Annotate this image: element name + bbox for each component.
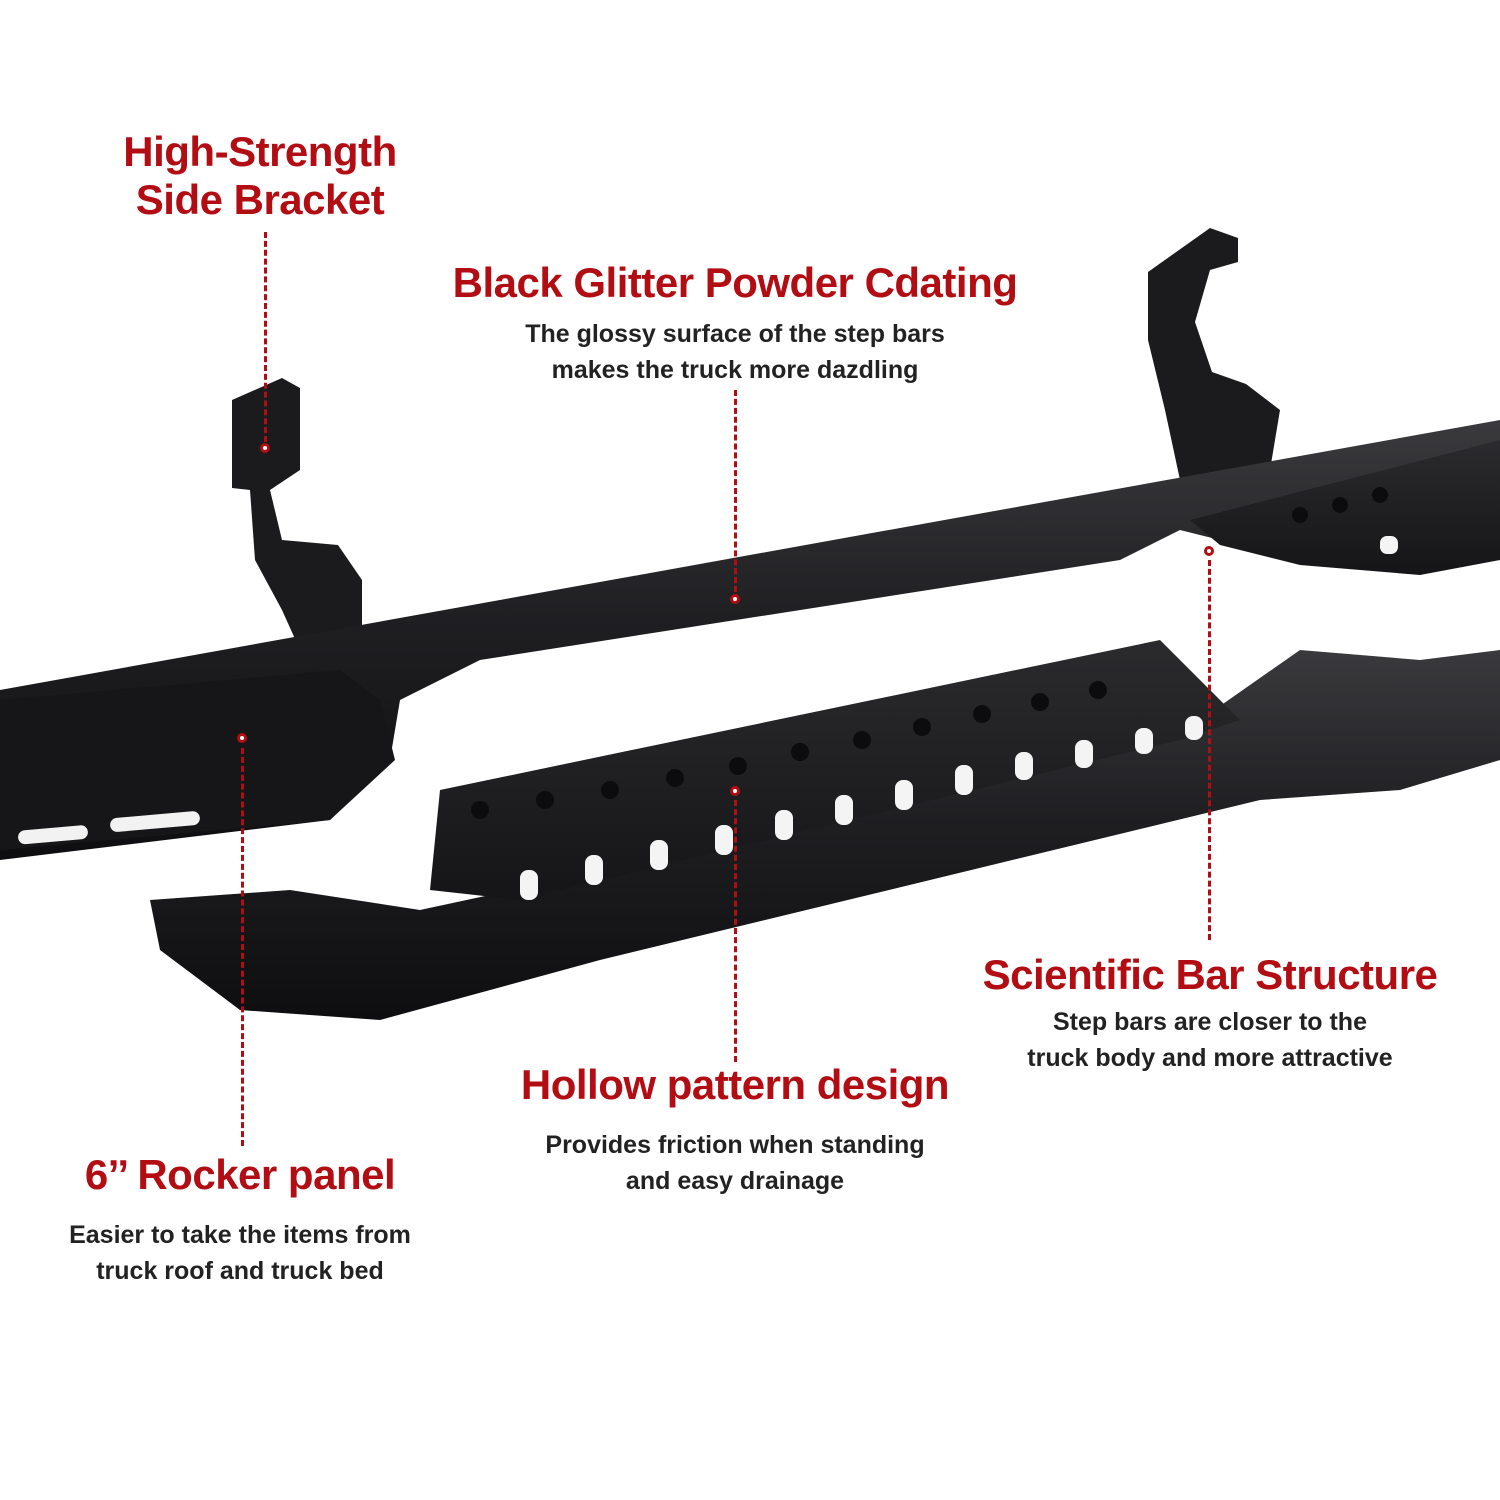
rocker-title: 6’’ Rocker panel [84, 1151, 396, 1198]
bracket-leader-line [264, 232, 267, 442]
pattern-marker [730, 786, 740, 796]
coating-title: Black Glitter Powder Cdating [452, 259, 1018, 306]
structure-marker [1204, 546, 1214, 556]
rocker-panel [0, 670, 395, 850]
coating-description: The glossy surface of the step bars make… [525, 320, 945, 384]
pattern-title: Hollow pattern design [520, 1061, 950, 1108]
coating-leader-line [734, 390, 737, 592]
rocker-description: Easier to take the items from truck roof… [69, 1221, 411, 1285]
plate-slots [520, 536, 1398, 900]
pattern-leader-line [734, 800, 737, 1062]
rocker-marker [237, 733, 247, 743]
bracket-marker [260, 443, 270, 453]
pattern-description: Provides friction when standing and easy… [545, 1131, 925, 1195]
structure-description: Step bars are closer to the truck body a… [1027, 1008, 1393, 1072]
coating-marker [730, 594, 740, 604]
left-side-bracket [232, 378, 362, 650]
bracket-title: High-Strength Side Bracket [123, 128, 397, 223]
rocker-leader-line [241, 748, 244, 1146]
right-side-bracket [1148, 228, 1280, 480]
structure-title: Scientific Bar Structure [982, 951, 1438, 998]
structure-leader-line [1208, 560, 1211, 940]
